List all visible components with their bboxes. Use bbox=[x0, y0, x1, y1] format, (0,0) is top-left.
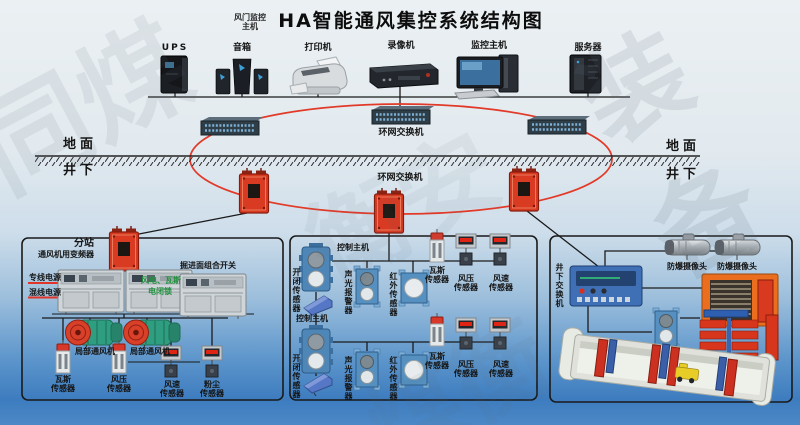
label-control-host-1: 控制主机 bbox=[337, 243, 369, 252]
left-panel-border bbox=[21, 237, 284, 401]
label-monitor-host: 监控主机 bbox=[470, 41, 508, 51]
pressure-sensor-left bbox=[111, 339, 127, 374]
sound-light-alarm-1 bbox=[353, 265, 381, 308]
label-underground-switch: 井下交换机 bbox=[555, 263, 564, 308]
label-camera-1: 防爆摄像头 bbox=[667, 262, 707, 271]
surface-ring-switch-left bbox=[199, 115, 265, 137]
label-underground-ring-switch: 环网交换机 bbox=[377, 173, 423, 183]
label-server: 服务器 bbox=[574, 43, 602, 53]
gas-sensor-mid-1 bbox=[429, 228, 445, 263]
label-dust-sensor-left: 粉尘传感器 bbox=[200, 380, 224, 398]
label-gas-sensor-mid-1: 瓦斯传感器 bbox=[425, 266, 449, 284]
label-pressure-sensor-mid-2: 风压传感器 bbox=[454, 360, 478, 378]
label-control-host-2: 控制主机 bbox=[296, 314, 328, 323]
underground-ring-switch-center bbox=[373, 187, 405, 234]
speed-sensor-mid-2 bbox=[489, 317, 511, 350]
speakers-device bbox=[215, 58, 269, 95]
underground-ring-switch-left bbox=[238, 167, 270, 214]
label-speed-sensor-left: 风速传感器 bbox=[160, 380, 184, 398]
label-underground-right: 井下 bbox=[666, 167, 701, 182]
middle-panel-border bbox=[289, 235, 538, 401]
page-title: HA智能通风集控系统结构图 bbox=[278, 10, 544, 32]
label-printer: 打印机 bbox=[304, 43, 332, 53]
label-interlock-line2: 电闭锁 bbox=[148, 287, 172, 296]
air-door-host-note-line2: 主机 bbox=[242, 22, 258, 31]
explosion-proof-camera-1 bbox=[664, 233, 711, 261]
label-alarm-1: 声光报警器 bbox=[344, 270, 353, 315]
label-power-dedicated: 专线电源 bbox=[29, 273, 61, 282]
label-interlock-line1: 风电、瓦斯 bbox=[141, 276, 181, 285]
control-host-2 bbox=[298, 324, 334, 374]
label-recorder: 录像机 bbox=[387, 41, 415, 51]
ground-line bbox=[35, 155, 700, 166]
label-camera-2: 防爆摄像头 bbox=[717, 262, 757, 271]
label-local-fan-1: 局部通风机 bbox=[75, 347, 115, 356]
explosion-proof-camera-2 bbox=[714, 233, 761, 261]
dust-sensor-left bbox=[201, 345, 223, 378]
surface-ring-switch-center bbox=[370, 104, 436, 126]
label-surface-left: 地面 bbox=[63, 137, 98, 152]
ups-device bbox=[160, 55, 188, 94]
label-gas-sensor-left: 瓦斯传感器 bbox=[51, 375, 75, 393]
label-pressure-sensor-mid-1: 风压传感器 bbox=[454, 274, 478, 292]
air-door-host-note: 风门监控 主机 bbox=[234, 13, 266, 31]
label-ups: UPS bbox=[161, 43, 189, 53]
label-speed-sensor-mid-1: 风速传感器 bbox=[489, 274, 513, 292]
underground-switch-device bbox=[569, 265, 643, 307]
label-pressure-sensor-left: 风压传感器 bbox=[107, 375, 131, 393]
pressure-sensor-mid-2 bbox=[455, 317, 477, 350]
label-underground-left: 井下 bbox=[63, 163, 98, 178]
server-device bbox=[569, 54, 602, 94]
label-open-close-2: 开闭传感器 bbox=[292, 354, 301, 399]
tunnel-model bbox=[558, 327, 776, 406]
right-panel-border bbox=[549, 235, 793, 403]
combo-switch-cabinet bbox=[179, 273, 247, 320]
air-door-host-note-line1: 风门监控 bbox=[234, 13, 266, 22]
gas-sensor-left bbox=[55, 339, 71, 374]
label-speaker: 音箱 bbox=[232, 43, 252, 53]
printer-device bbox=[289, 56, 348, 95]
label-speed-sensor-mid-2: 风速传感器 bbox=[489, 360, 513, 378]
label-surface-ring-switch: 环网交换机 bbox=[378, 128, 424, 138]
label-open-close-1: 开闭传感器 bbox=[292, 268, 301, 313]
gas-sensor-mid-2 bbox=[429, 312, 445, 347]
surface-ring-switch-right bbox=[526, 114, 592, 136]
underground-ring-switch-right bbox=[508, 165, 540, 212]
label-combo-switch: 掘进面组合开关 bbox=[180, 261, 236, 270]
connection-lines bbox=[42, 87, 756, 376]
label-local-fan-2: 局部通风机 bbox=[130, 347, 170, 356]
label-alarm-2: 声光报警器 bbox=[344, 356, 353, 401]
substation-box bbox=[108, 225, 140, 272]
label-infrared-2: 红外传感器 bbox=[389, 356, 398, 401]
vfd-cabinet-1 bbox=[57, 269, 125, 316]
label-power-mixed: 混线电源 bbox=[29, 288, 61, 297]
alarm-device-right bbox=[652, 307, 680, 350]
label-infrared-1: 红外传感器 bbox=[389, 272, 398, 317]
video-recorder-device bbox=[369, 63, 439, 89]
label-vfd: 通风机用变频器 bbox=[38, 250, 94, 259]
open-close-sensor-2 bbox=[303, 373, 333, 397]
control-host-1 bbox=[298, 242, 334, 292]
sound-light-alarm-2 bbox=[353, 348, 381, 391]
label-substation: 分站 bbox=[74, 238, 94, 249]
label-surface-right: 地面 bbox=[666, 139, 701, 154]
monitor-host-device bbox=[454, 54, 519, 100]
label-gas-sensor-mid-2: 瓦斯传感器 bbox=[425, 352, 449, 370]
